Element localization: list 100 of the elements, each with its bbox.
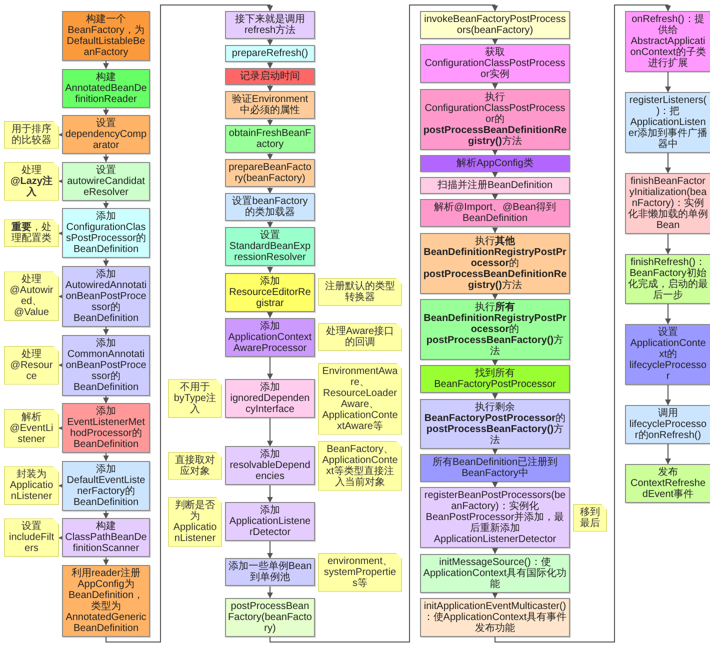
arrow — [103, 395, 109, 404]
step-text: 扫描并注册BeanDefinition — [437, 180, 553, 192]
note-text: 封装为ApplicationListener — [8, 469, 54, 502]
note-text: 处理Aware接口的回调 — [324, 326, 396, 348]
note-text: EnvironmentAware、ResourceLoaderAware、ApplicationContextAware等 — [322, 366, 398, 432]
arrow — [492, 171, 498, 178]
step-text: 验证Environment中必须的属性 — [230, 94, 310, 116]
arrow — [665, 304, 671, 324]
sticky-note — [4, 120, 59, 149]
note-text: 重要，处理配置类 — [10, 222, 52, 244]
arrow — [58, 132, 64, 138]
step-text: 添加ResourceEditorRegistrar — [228, 276, 312, 308]
step-text: finishBeanFactoryInitialization(beanFactory)：实例化非懒加载的单例Bean — [628, 176, 708, 231]
step-text: prepareBeanFactory(beanFactory) — [228, 162, 312, 184]
arrow — [270, 4, 498, 642]
step-text: 设置StandardBeanExpressionResolver — [228, 230, 312, 264]
sticky-note — [4, 219, 59, 248]
step-text: 添加EventListenerMethodProcessor的BeanDefinition — [66, 406, 146, 450]
arrow — [267, 356, 273, 380]
note-text: environment、systemProperties等 — [322, 556, 398, 589]
process-box — [420, 199, 570, 228]
process-box — [420, 154, 570, 172]
arrow — [492, 392, 498, 400]
arrow — [267, 418, 273, 447]
note-text: 解析@EventListener — [8, 412, 54, 445]
arrow — [492, 360, 498, 366]
process-box — [225, 11, 315, 39]
step-text: 构建一个BeanFactory，为DefaultListableBeanFactory — [66, 14, 146, 58]
note-text: 移到最后 — [579, 506, 601, 529]
sticky-note — [573, 504, 607, 532]
arrow — [492, 38, 498, 45]
arrow — [103, 154, 109, 162]
sticky-note — [318, 278, 402, 306]
step-text: 添加AutowiredAnnotationBeanPostProcessor的BeanDefinition — [65, 268, 147, 324]
note-text: BeanFactory、ApplicationContext等类型直接注入当前对象 — [322, 444, 398, 488]
step-text: 添加resolvableDependencies — [228, 449, 312, 482]
arrow — [103, 60, 109, 70]
sticky-note — [4, 162, 59, 201]
step-text: 所有BeanDefinition已注册到BeanFactory中 — [431, 456, 559, 479]
step-text: 接下来就是调用refresh方法 — [234, 14, 306, 36]
step-text: 构建AnnotatedBeanDefinitionReader — [65, 72, 147, 105]
arrow — [103, 510, 109, 519]
arrow — [267, 118, 273, 126]
arrow — [267, 220, 273, 228]
arrow — [103, 107, 109, 116]
arrow — [665, 72, 671, 92]
note-text: 判断是否为ApplicationListener — [172, 500, 218, 544]
arrow — [58, 534, 64, 541]
arrow — [267, 38, 273, 46]
step-text: 利用reader注册AppConfig为BeanDefinition，类型为AnnotatedGenericBeanDefinition — [65, 568, 147, 634]
step-text: registerBeanPostProcessors(beanFactory)：实例化BeanPostProcessor并添加，最后重新添加ApplicationListenerDetector — [423, 490, 567, 546]
step-text: 添加ApplicationContextAwareProcessor — [228, 320, 312, 354]
process-box — [225, 68, 315, 86]
arrow — [494, 4, 671, 642]
step-text: 设置dependencyComparator — [65, 118, 147, 152]
process-box — [225, 45, 315, 62]
note-text: 设置includeFilters — [8, 521, 55, 554]
step-text: 执行ConfigurationClassPostProcessor的postProcessBeanDefinitionRegistry()方法 — [423, 92, 567, 147]
step-text: 执行剩余BeanFactoryPostProcessor的postProcessBeanFactory()方法 — [423, 402, 567, 446]
step-text: 找到所有BeanFactoryPostProcessor — [433, 368, 557, 390]
arrow — [492, 226, 498, 234]
arrow — [103, 452, 109, 462]
arrow — [665, 152, 671, 174]
step-text: 添加CommonAnnotationBeanPostProcessor的BeanDefinition — [65, 338, 147, 393]
sticky-note — [318, 323, 402, 352]
arrow — [58, 362, 64, 368]
arrow — [492, 194, 498, 200]
arrow — [267, 84, 273, 92]
note-text: 处理@Resource — [9, 348, 54, 382]
step-text: 解析@Import、@Bean得到BeanDefinition — [433, 202, 557, 224]
arrow — [58, 425, 64, 432]
arrow — [267, 62, 273, 69]
process-box — [225, 91, 315, 120]
sticky-note — [4, 346, 59, 385]
arrow — [492, 448, 498, 454]
arrow — [267, 311, 273, 318]
step-text: finishRefresh()：BeanFactory初始化完成，启动的最后一步 — [628, 257, 708, 301]
process-box — [420, 365, 570, 394]
arrow — [492, 548, 498, 554]
step-text: postProcessBeanFactory(beanFactory) — [228, 600, 312, 634]
arrow — [665, 444, 671, 464]
arrow — [492, 149, 498, 156]
note-text: 处理@Lazy注入 — [10, 164, 54, 198]
step-text: 设置beanFactory的类加载器 — [231, 196, 309, 218]
arrow — [103, 326, 109, 336]
note-text: 不用于byType注入 — [172, 382, 218, 416]
step-text: 解析AppConfig类 — [456, 158, 534, 169]
arrow — [103, 556, 109, 566]
arrow — [492, 82, 498, 90]
step-text: 设置autowireCandidateResolver — [66, 164, 146, 198]
note-text: 用于排序的比较器 — [10, 124, 52, 146]
step-text: initMessageSource()：使ApplicationContext具有国际化功能 — [423, 556, 567, 590]
step-text: 添加ConfigurationClassPostProcessor的BeanDefinition — [65, 211, 147, 256]
step-text: 记录启动时间 — [240, 71, 300, 82]
step-text: obtainFreshBeanFactory — [228, 128, 312, 150]
step-text: 添加DefaultEventListenerFactory的BeanDefinition — [66, 464, 146, 508]
process-box — [420, 177, 570, 194]
step-text: invokeBeanFactoryPostProcessors(beanFactory) — [423, 14, 567, 36]
arrow — [492, 293, 498, 300]
arrow — [267, 266, 273, 273]
